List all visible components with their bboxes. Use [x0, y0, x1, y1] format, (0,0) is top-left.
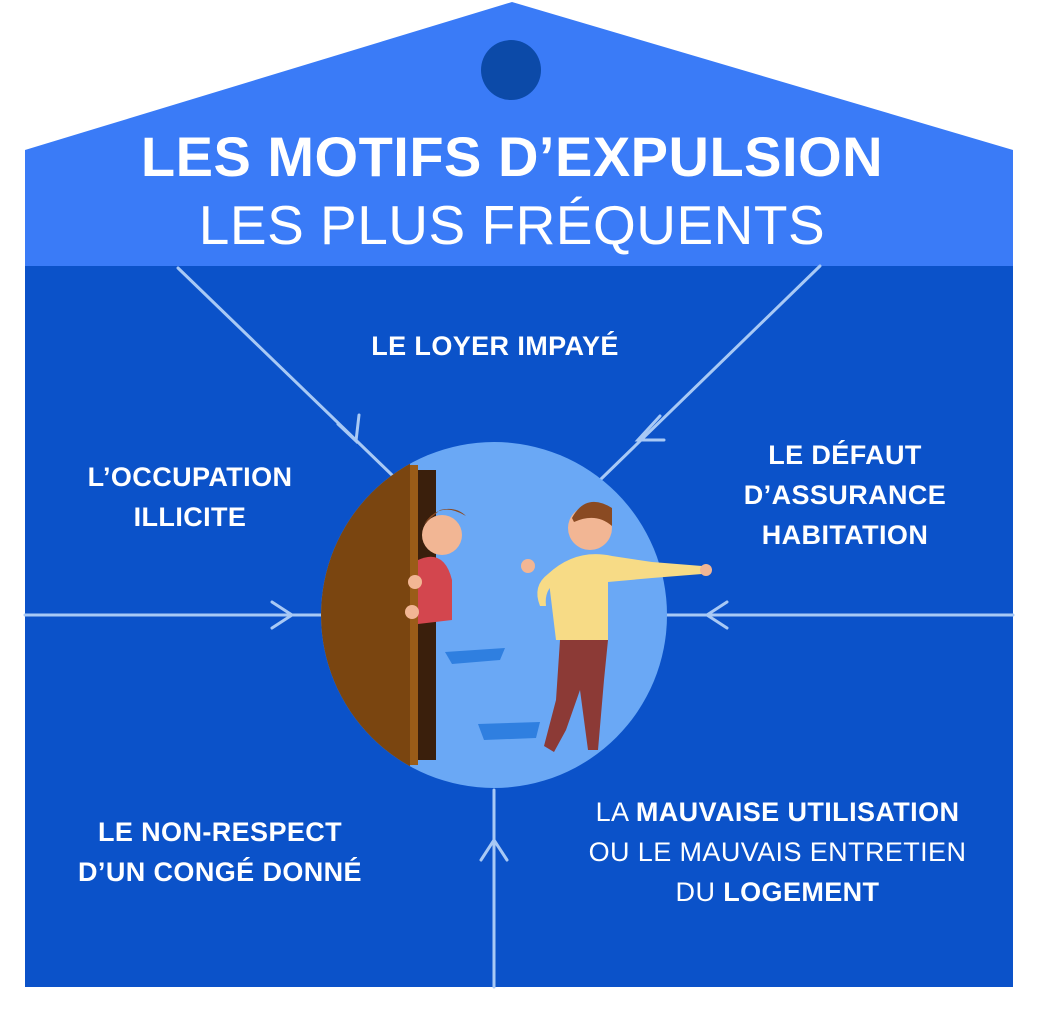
- reason-occupation-line-1: L’OCCUPATION: [87, 462, 293, 492]
- reason-occupation-illicite: L’OCCUPATION ILLICITE: [40, 457, 340, 537]
- reason-mauvaise-l3-bold: LOGEMENT: [723, 877, 880, 907]
- reason-assurance-line-1: LE DÉFAUT: [768, 440, 922, 470]
- reason-mauvaise-line-2: OU LE MAUVAIS ENTRETIEN: [588, 837, 967, 867]
- reason-assurance-line-2: D’ASSURANCE: [743, 480, 947, 510]
- reason-assurance-line-3: HABITATION: [761, 520, 929, 550]
- reason-mauvaise-line-1: LA MAUVAISE UTILISATION: [540, 792, 1015, 832]
- reason-occupation-line-2: ILLICITE: [133, 502, 247, 532]
- reason-conge-line-1: LE NON-RESPECT: [97, 817, 343, 847]
- reason-loyer-line: LE LOYER IMPAYÉ: [371, 331, 619, 361]
- reason-loyer-impaye: LE LOYER IMPAYÉ: [330, 326, 660, 366]
- reason-mauvaise-l1-bold: MAUVAISE UTILISATION: [635, 797, 960, 827]
- roof-dot: [481, 40, 541, 100]
- reason-conge-line-2: D’UN CONGÉ DONNÉ: [78, 857, 362, 887]
- house-roof: [25, 2, 1013, 268]
- reason-mauvaise-l1-prefix: LA: [595, 797, 636, 827]
- connector-lines: [23, 264, 1015, 989]
- reason-non-respect-conge: LE NON-RESPECT D’UN CONGÉ DONNÉ: [30, 812, 410, 892]
- title-line-2: LES PLUS FRÉQUENTS: [198, 194, 826, 256]
- reason-mauvaise-line-3: DU LOGEMENT: [540, 872, 1015, 912]
- reason-mauvaise-l3-prefix: DU: [675, 877, 724, 907]
- title-line-1: LES MOTIFS D’EXPULSION: [140, 125, 884, 188]
- reason-defaut-assurance: LE DÉFAUT D’ASSURANCE HABITATION: [700, 435, 990, 555]
- reason-mauvaise-utilisation: LA MAUVAISE UTILISATION OU LE MAUVAIS EN…: [540, 792, 1015, 912]
